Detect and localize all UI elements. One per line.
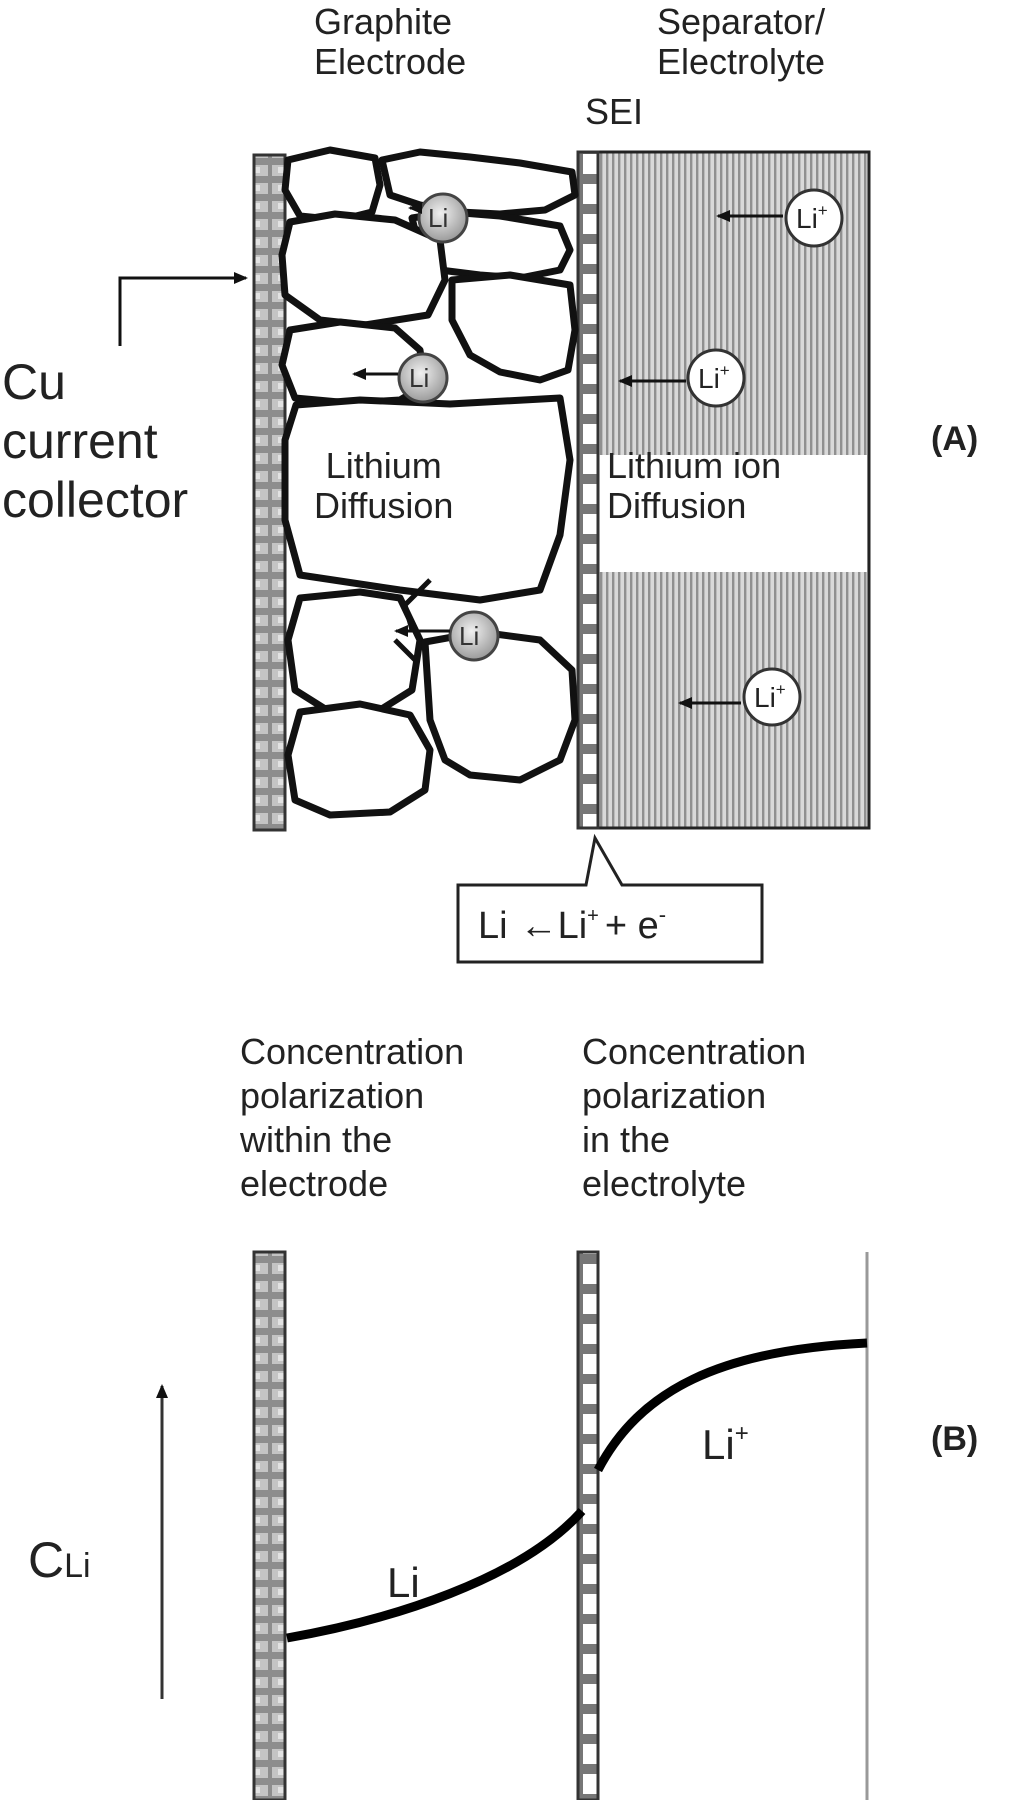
atom-labels: Li Li Li [409, 203, 479, 651]
graphite-particle [284, 588, 424, 716]
graphite-particle [281, 394, 574, 604]
graphite-particle [281, 146, 384, 224]
li-ion-label: Li [754, 682, 776, 713]
y-axis-label-sub: Li [64, 1547, 90, 1585]
li-atom-label: Li [459, 621, 479, 651]
curve-li-ion-label: Li+ [702, 1420, 749, 1468]
electrolyte-polarization-note: Concentration polarization in the electr… [582, 1031, 807, 1204]
y-axis-label-main: C [28, 1532, 64, 1588]
li-atom-label: Li [409, 363, 429, 393]
svg-text:Li+: Li+ [698, 361, 730, 394]
ion-plus-sup: + [720, 361, 730, 380]
curve-li-label: Li [387, 1559, 420, 1606]
li-concentration-curve [286, 1507, 586, 1643]
li-ion-circle [686, 348, 746, 408]
li-ion-particles [686, 188, 844, 727]
graphite-particle [421, 628, 579, 784]
panel-b-tag: (B) [931, 1420, 979, 1458]
lithium-ion-diffusion-label: Lithium ion Diffusion [607, 445, 782, 527]
reaction-minus-sup: - [659, 902, 666, 927]
li-atom-circle [417, 192, 469, 244]
curve-ion-plus-sup: + [735, 1420, 749, 1447]
graphite-particle [378, 148, 579, 218]
current-collector-strip-b [252, 1250, 287, 1800]
li-atom-particles [397, 192, 500, 662]
svg-text:Li+: Li+ [796, 201, 828, 234]
reaction-li-ion: Li [558, 905, 588, 947]
li-ion-circle [784, 188, 844, 248]
graphite-particle [278, 210, 449, 329]
reaction-callout-box [456, 833, 764, 964]
li-ion-label: Li [796, 203, 818, 234]
reaction-plus-sup: + [587, 905, 599, 927]
ion-plus-sup: + [776, 680, 786, 699]
ion-labels: Li+ Li+ Li+ [698, 201, 828, 713]
graphite-particle [284, 700, 434, 819]
electrode-polarization-note: Concentration polarization within the el… [240, 1031, 465, 1204]
lithium-diffusion-label: Lithium Diffusion [314, 445, 454, 527]
li-ion-label: Li [698, 363, 720, 394]
separator-electrolyte-label: Separator/ Electrolyte [657, 1, 826, 83]
ion-plus-sup: + [818, 201, 828, 220]
collector-pointer-arrow [118, 272, 248, 346]
li-atom-circle [397, 352, 449, 404]
li-ion-circle [742, 667, 802, 727]
sei-layer-a [576, 150, 600, 830]
li-atom-circle [448, 610, 500, 662]
reaction-equation: Li←Li++ e- [478, 902, 666, 947]
graphite-particle [448, 271, 579, 384]
sei-label: SEI [585, 91, 644, 132]
sei-layer-b [576, 1250, 600, 1800]
panel-a-tag: (A) [931, 420, 979, 458]
reaction-li: Li [478, 905, 508, 947]
svg-text:Li+: Li+ [754, 680, 786, 713]
li-atom-label: Li [428, 203, 448, 233]
graphite-cracks [393, 578, 432, 662]
li-ion-concentration-curve [594, 1338, 868, 1473]
reaction-e: + e [605, 905, 659, 947]
diffusion-arrows [118, 202, 783, 709]
graphite-electrode-label: Graphite Electrode [314, 1, 467, 83]
cu-current-collector-label: Cu current collector [2, 354, 189, 528]
y-axis-label: CLi [28, 1532, 91, 1588]
diffusion-label-band [599, 455, 867, 572]
curve-li-ion-text: Li [702, 1421, 735, 1468]
